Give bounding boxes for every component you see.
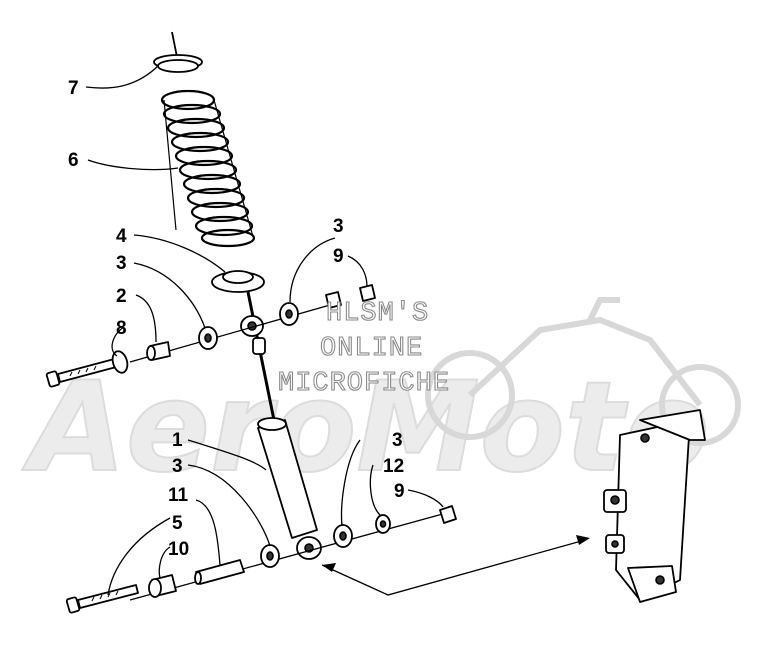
part-12-washer [375, 514, 391, 534]
shock-top-eye [240, 315, 266, 355]
callout-11: 11 [168, 485, 189, 506]
shock-absorber-assembly [153, 31, 322, 560]
callout-5: 5 [172, 513, 183, 534]
callout-10: 10 [168, 539, 189, 560]
callout-2: 2 [116, 286, 127, 307]
callout-3-lower-right: 3 [392, 430, 403, 451]
part-9-nut-upper [325, 284, 376, 309]
callout-9-upper: 9 [333, 246, 344, 267]
part-3-grommet-lower-left [260, 544, 280, 568]
callout-3-upper-left: 3 [116, 253, 127, 274]
part-11-sleeve [194, 559, 245, 585]
watermark-logo-text: AeroMoto [21, 356, 709, 500]
mount-location-arrow [321, 535, 590, 596]
part-10-spacer [148, 574, 177, 598]
part-2-bushing [146, 341, 171, 361]
watermark-logo: AeroMoto [20, 297, 741, 501]
callout-8: 8 [116, 318, 127, 339]
motorcycle-watermark-icon [425, 297, 741, 446]
watermark-line-1: HLSM'S [326, 299, 429, 329]
frame-bracket [603, 409, 706, 603]
callout-4: 4 [116, 226, 127, 247]
watermark-text: HLSM'S ONLINE MICROFICHE [277, 298, 450, 399]
part-1-shock-body [257, 417, 318, 539]
watermark-line-3: MICROFICHE [278, 369, 450, 399]
arrowhead-right [576, 535, 590, 545]
callout-9-lower: 9 [394, 481, 405, 502]
part-3-grommet-right [279, 302, 299, 326]
lower-mount-hardware [65, 505, 457, 614]
part-7-spring-retainer [153, 54, 203, 73]
upper-mount-hardware [45, 284, 376, 388]
callout-7: 7 [68, 78, 79, 99]
callout-3-upper-right: 3 [333, 216, 344, 237]
callout-12: 12 [383, 456, 404, 477]
part-8-washer [111, 350, 129, 374]
watermark-line-2: ONLINE [320, 334, 423, 364]
part-9-nut-lower [439, 505, 457, 524]
callout-leaders [85, 65, 444, 596]
callout-6: 6 [68, 150, 79, 171]
shock-bottom-eye [296, 536, 322, 560]
shock-shaft [246, 291, 277, 426]
part-6-coil-spring [160, 89, 256, 248]
callout-3-lower-left: 3 [172, 456, 183, 477]
part-3-grommet-lower-right [333, 524, 353, 548]
part-5-bolt [65, 584, 139, 614]
callout-1: 1 [172, 430, 183, 451]
callout-labels: 7 6 4 3 2 8 3 9 1 3 11 5 10 3 12 9 [68, 78, 405, 560]
arrowhead-left [322, 563, 336, 572]
part-3-grommet-left [198, 326, 218, 350]
part-4-lower-spring-seat [211, 270, 265, 293]
